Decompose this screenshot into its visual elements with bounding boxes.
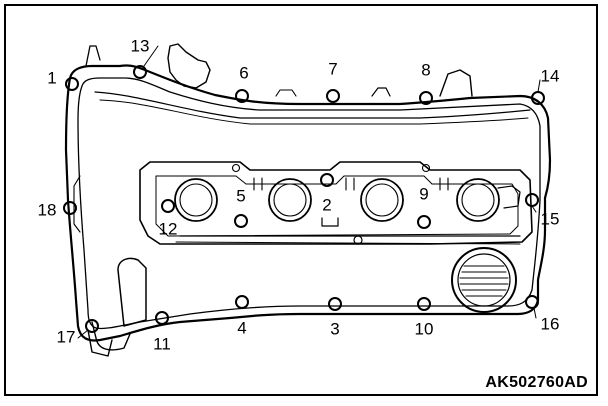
plug-well-2 — [268, 178, 312, 222]
lower-rib-2 — [175, 241, 521, 245]
bolt-8 — [419, 91, 433, 105]
callout-10: 10 — [414, 319, 434, 339]
leader-lines — [77, 45, 541, 339]
callout-13: 13 — [130, 36, 150, 56]
plug-well-plateau — [139, 161, 533, 245]
bolt-5 — [234, 214, 248, 228]
rear-boss — [439, 69, 473, 97]
left-rib — [73, 175, 81, 233]
bolt-10 — [417, 297, 431, 311]
bolt-3 — [328, 297, 342, 311]
callout-12: 12 — [158, 219, 178, 239]
callout-18: 18 — [37, 200, 57, 220]
plug-well-4 — [456, 178, 500, 222]
bolt-7 — [326, 89, 340, 103]
bolt-6 — [235, 89, 249, 103]
breather-boss — [167, 43, 211, 89]
callout-16: 16 — [540, 314, 560, 334]
bolt-12 — [161, 199, 175, 213]
front-tab — [85, 45, 101, 67]
bolt-16 — [525, 295, 539, 309]
bolt-2 — [320, 173, 334, 187]
callout-17: 17 — [56, 327, 76, 347]
figure-code: AK502760AD — [485, 374, 588, 391]
front-housing — [117, 257, 147, 327]
callout-15: 15 — [540, 209, 560, 229]
callout-6: 6 — [239, 63, 249, 83]
callout-7: 7 — [328, 59, 338, 79]
well-rib-c — [439, 177, 449, 191]
top-rib — [94, 91, 531, 119]
front-tube-end — [87, 329, 113, 357]
bolt-4 — [235, 295, 249, 309]
callout-8: 8 — [421, 60, 431, 80]
callout-11: 11 — [153, 334, 171, 354]
bolt-13 — [133, 65, 147, 79]
pcv-fitting — [497, 185, 521, 209]
callout-1: 1 — [47, 68, 57, 88]
oil-filler-cap — [451, 247, 517, 313]
bolt-15 — [525, 193, 539, 207]
bolt-9 — [417, 215, 431, 229]
center-plug-guide — [321, 217, 339, 227]
bolt-17 — [85, 319, 99, 333]
plug-well-3 — [360, 178, 404, 222]
sensor-boss — [353, 235, 363, 245]
bolt-18 — [63, 201, 77, 215]
bolt-1 — [65, 77, 79, 91]
callout-9: 9 — [419, 184, 429, 204]
cover-flange — [77, 77, 541, 330]
small-boss-a — [275, 89, 297, 97]
small-hole-b — [421, 163, 431, 173]
front-tube — [91, 321, 131, 351]
callout-2: 2 — [322, 195, 332, 215]
callout-5: 5 — [236, 186, 246, 206]
plug-well-1 — [174, 178, 218, 222]
callout-14: 14 — [540, 66, 560, 86]
callout-4: 4 — [237, 318, 247, 338]
bolt-11 — [155, 311, 169, 325]
mid-boss — [371, 87, 391, 97]
well-rib-a — [253, 177, 263, 191]
callout-3: 3 — [330, 319, 340, 339]
figure-border — [4, 4, 598, 396]
small-hole-a — [231, 163, 241, 173]
top-rib-2 — [99, 99, 529, 125]
well-rib-b — [345, 177, 355, 191]
